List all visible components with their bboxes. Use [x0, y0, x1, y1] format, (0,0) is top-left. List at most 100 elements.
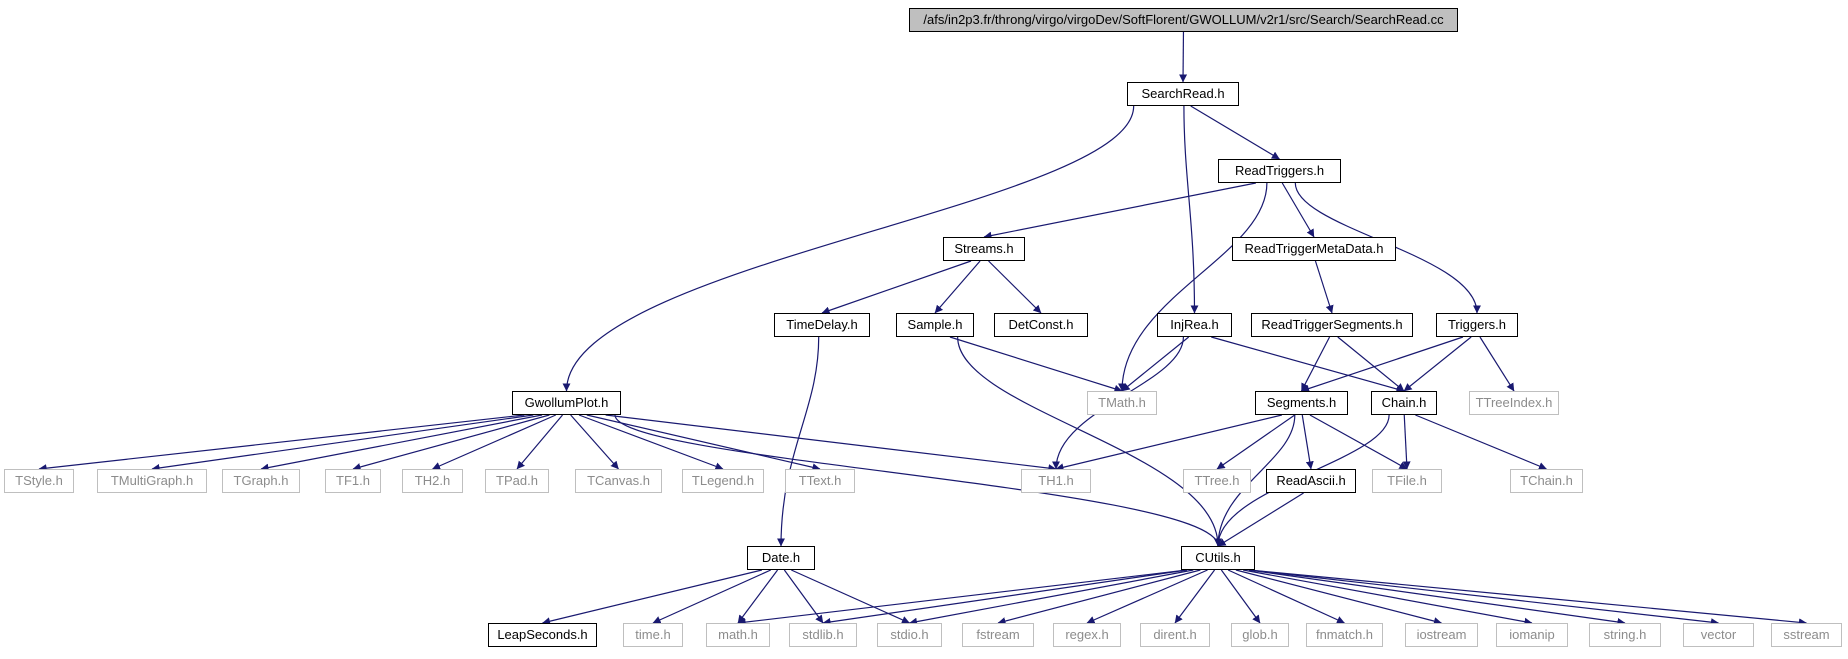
edge-cutils-to-dirent [1174, 569, 1216, 624]
edge-injrea-to-tmath [1121, 336, 1190, 392]
edge-readtriggers-to-streams [983, 182, 1256, 240]
node-vector: vector [1683, 623, 1754, 647]
edge-gwollumplot-to-tpad [516, 414, 563, 470]
node-readascii-h[interactable]: ReadAscii.h [1266, 469, 1356, 493]
edge-date-to-math [737, 569, 779, 624]
node-glob-h: glob.h [1231, 623, 1289, 647]
edge-cutils-to-glob [1220, 569, 1261, 624]
node-ttree-h: TTree.h [1183, 469, 1251, 493]
node-readtriggermetadata-h[interactable]: ReadTriggerMetaData.h [1232, 237, 1396, 261]
edge-segments-to-th1 [1055, 414, 1282, 472]
node-fnmatch-h: fnmatch.h [1306, 623, 1383, 647]
edge-cutils-to-fnmatch [1227, 569, 1345, 624]
edge-date-to-leapseconds [542, 569, 763, 626]
edge-cutils-to-fstream [997, 569, 1201, 625]
edge-gwollumplot-to-th2 [432, 414, 557, 470]
edge-cutils-to-stdio [909, 569, 1194, 626]
node-segments-h[interactable]: Segments.h [1255, 391, 1348, 415]
edge-chain-to-tfile [1402, 414, 1411, 470]
node-searchread-cc: /afs/in2p3.fr/throng/virgo/virgoDev/Soft… [909, 8, 1458, 32]
edge-gwollumplot-to-tcanvas [570, 414, 619, 470]
edge-readtriggerseg-to-segments [1300, 336, 1331, 392]
edge-gwollumplot-to-cutils [614, 414, 1222, 547]
edge-cutils-to-stdlib [822, 569, 1188, 626]
edge-segments-to-cutils [1214, 414, 1296, 547]
edge-readtriggers-to-readtriggermeta [1281, 182, 1315, 238]
edge-triggers-to-ttreeindex [1479, 336, 1515, 392]
edge-timedelay-to-date [777, 336, 820, 547]
node-detconst-h[interactable]: DetConst.h [994, 313, 1088, 337]
edge-gwollumplot-to-tmultigraph [151, 414, 534, 472]
edge-injrea-to-chain [1211, 336, 1405, 393]
edge-cutils-to-iostream [1235, 569, 1442, 625]
node-ttreeindex-h: TTreeIndex.h [1469, 391, 1559, 415]
node-th2-h: TH2.h [402, 469, 463, 493]
node-th1-h: TH1.h [1021, 469, 1091, 493]
node-tmultigraph-h: TMultiGraph.h [97, 469, 207, 493]
edge-gwollumplot-to-tf1 [352, 414, 550, 471]
edge-date-to-time [652, 569, 772, 624]
node-injrea-h[interactable]: InjRea.h [1157, 313, 1232, 337]
edge-gwollumplot-to-th1 [605, 414, 1057, 473]
node-readtriggersegments-h[interactable]: ReadTriggerSegments.h [1251, 313, 1413, 337]
node-regex-h: regex.h [1053, 623, 1121, 647]
edge-readascii-to-cutils [1217, 492, 1304, 547]
edge-readtriggerseg-to-chain [1337, 336, 1405, 392]
node-tfile-h: TFile.h [1372, 469, 1442, 493]
edge-readtriggers-to-tmath [1118, 182, 1268, 392]
edge-gwollumplot-to-tstyle [38, 414, 525, 473]
node-sstream: sstream [1771, 623, 1842, 647]
node-iostream: iostream [1405, 623, 1478, 647]
node-tlegend-h: TLegend.h [682, 469, 764, 493]
node-fstream: fstream [962, 623, 1034, 647]
edge-gwollumplot-to-ttext [586, 414, 821, 472]
node-tf1-h: TF1.h [325, 469, 381, 493]
node-tgraph-h: TGraph.h [222, 469, 300, 493]
edge-segments-to-tfile [1309, 414, 1408, 470]
node-time-h: time.h [623, 623, 683, 647]
edge-gwollumplot-to-tgraph [260, 414, 543, 472]
node-readtriggers-h[interactable]: ReadTriggers.h [1218, 159, 1341, 183]
node-ttext-h: TText.h [785, 469, 855, 493]
edge-cutils-to-regex [1086, 569, 1208, 624]
node-cutils-h[interactable]: CUtils.h [1181, 546, 1255, 570]
edge-segments-to-readascii [1301, 414, 1314, 470]
node-tpad-h: TPad.h [485, 469, 549, 493]
edge-chain-to-tchain [1415, 414, 1547, 470]
edge-cutils-to-vector [1248, 569, 1719, 627]
edge-sample-to-tmath [949, 336, 1123, 393]
node-string-h: string.h [1589, 623, 1661, 647]
edge-triggers-to-segments [1301, 336, 1464, 393]
node-tmath-h: TMath.h [1087, 391, 1157, 415]
node-math-h: math.h [706, 623, 770, 647]
node-leapseconds-h[interactable]: LeapSeconds.h [488, 623, 597, 647]
edge-triggers-to-chain [1403, 336, 1472, 392]
edge-sample-to-cutils [957, 336, 1222, 547]
edge-date-to-stdio [791, 569, 910, 624]
node-stdlib-h: stdlib.h [789, 623, 857, 647]
node-searchread-h[interactable]: SearchRead.h [1127, 82, 1239, 106]
node-tcanvas-h: TCanvas.h [575, 469, 662, 493]
node-timedelay-h[interactable]: TimeDelay.h [774, 313, 870, 337]
node-tstyle-h: TStyle.h [4, 469, 74, 493]
node-streams-h[interactable]: Streams.h [943, 237, 1025, 261]
edge-streams-to-timedelay [821, 260, 972, 315]
edge-cutils-to-math [737, 569, 1188, 627]
edge-readtriggermeta-to-readtriggerseg [1314, 260, 1334, 314]
node-sample-h[interactable]: Sample.h [896, 313, 974, 337]
edge-cutils-to-iomanip [1243, 569, 1533, 626]
node-gwollumplot-h[interactable]: GwollumPlot.h [512, 391, 621, 415]
node-iomanip: iomanip [1496, 623, 1568, 647]
node-triggers-h[interactable]: Triggers.h [1436, 313, 1518, 337]
node-chain-h[interactable]: Chain.h [1371, 391, 1437, 415]
node-stdio-h: stdio.h [877, 623, 942, 647]
node-date-h[interactable]: Date.h [747, 546, 815, 570]
edge-searchread-to-gwollumplot [562, 105, 1135, 392]
node-tchain-h: TChain.h [1510, 469, 1583, 493]
node-dirent-h: dirent.h [1140, 623, 1210, 647]
edge-searchread-to-readtriggers [1190, 105, 1280, 160]
edge-segments-to-ttree [1216, 414, 1296, 470]
edge-searchread-to-injrea [1183, 105, 1199, 314]
edge-cutils-to-sstream [1248, 569, 1807, 627]
